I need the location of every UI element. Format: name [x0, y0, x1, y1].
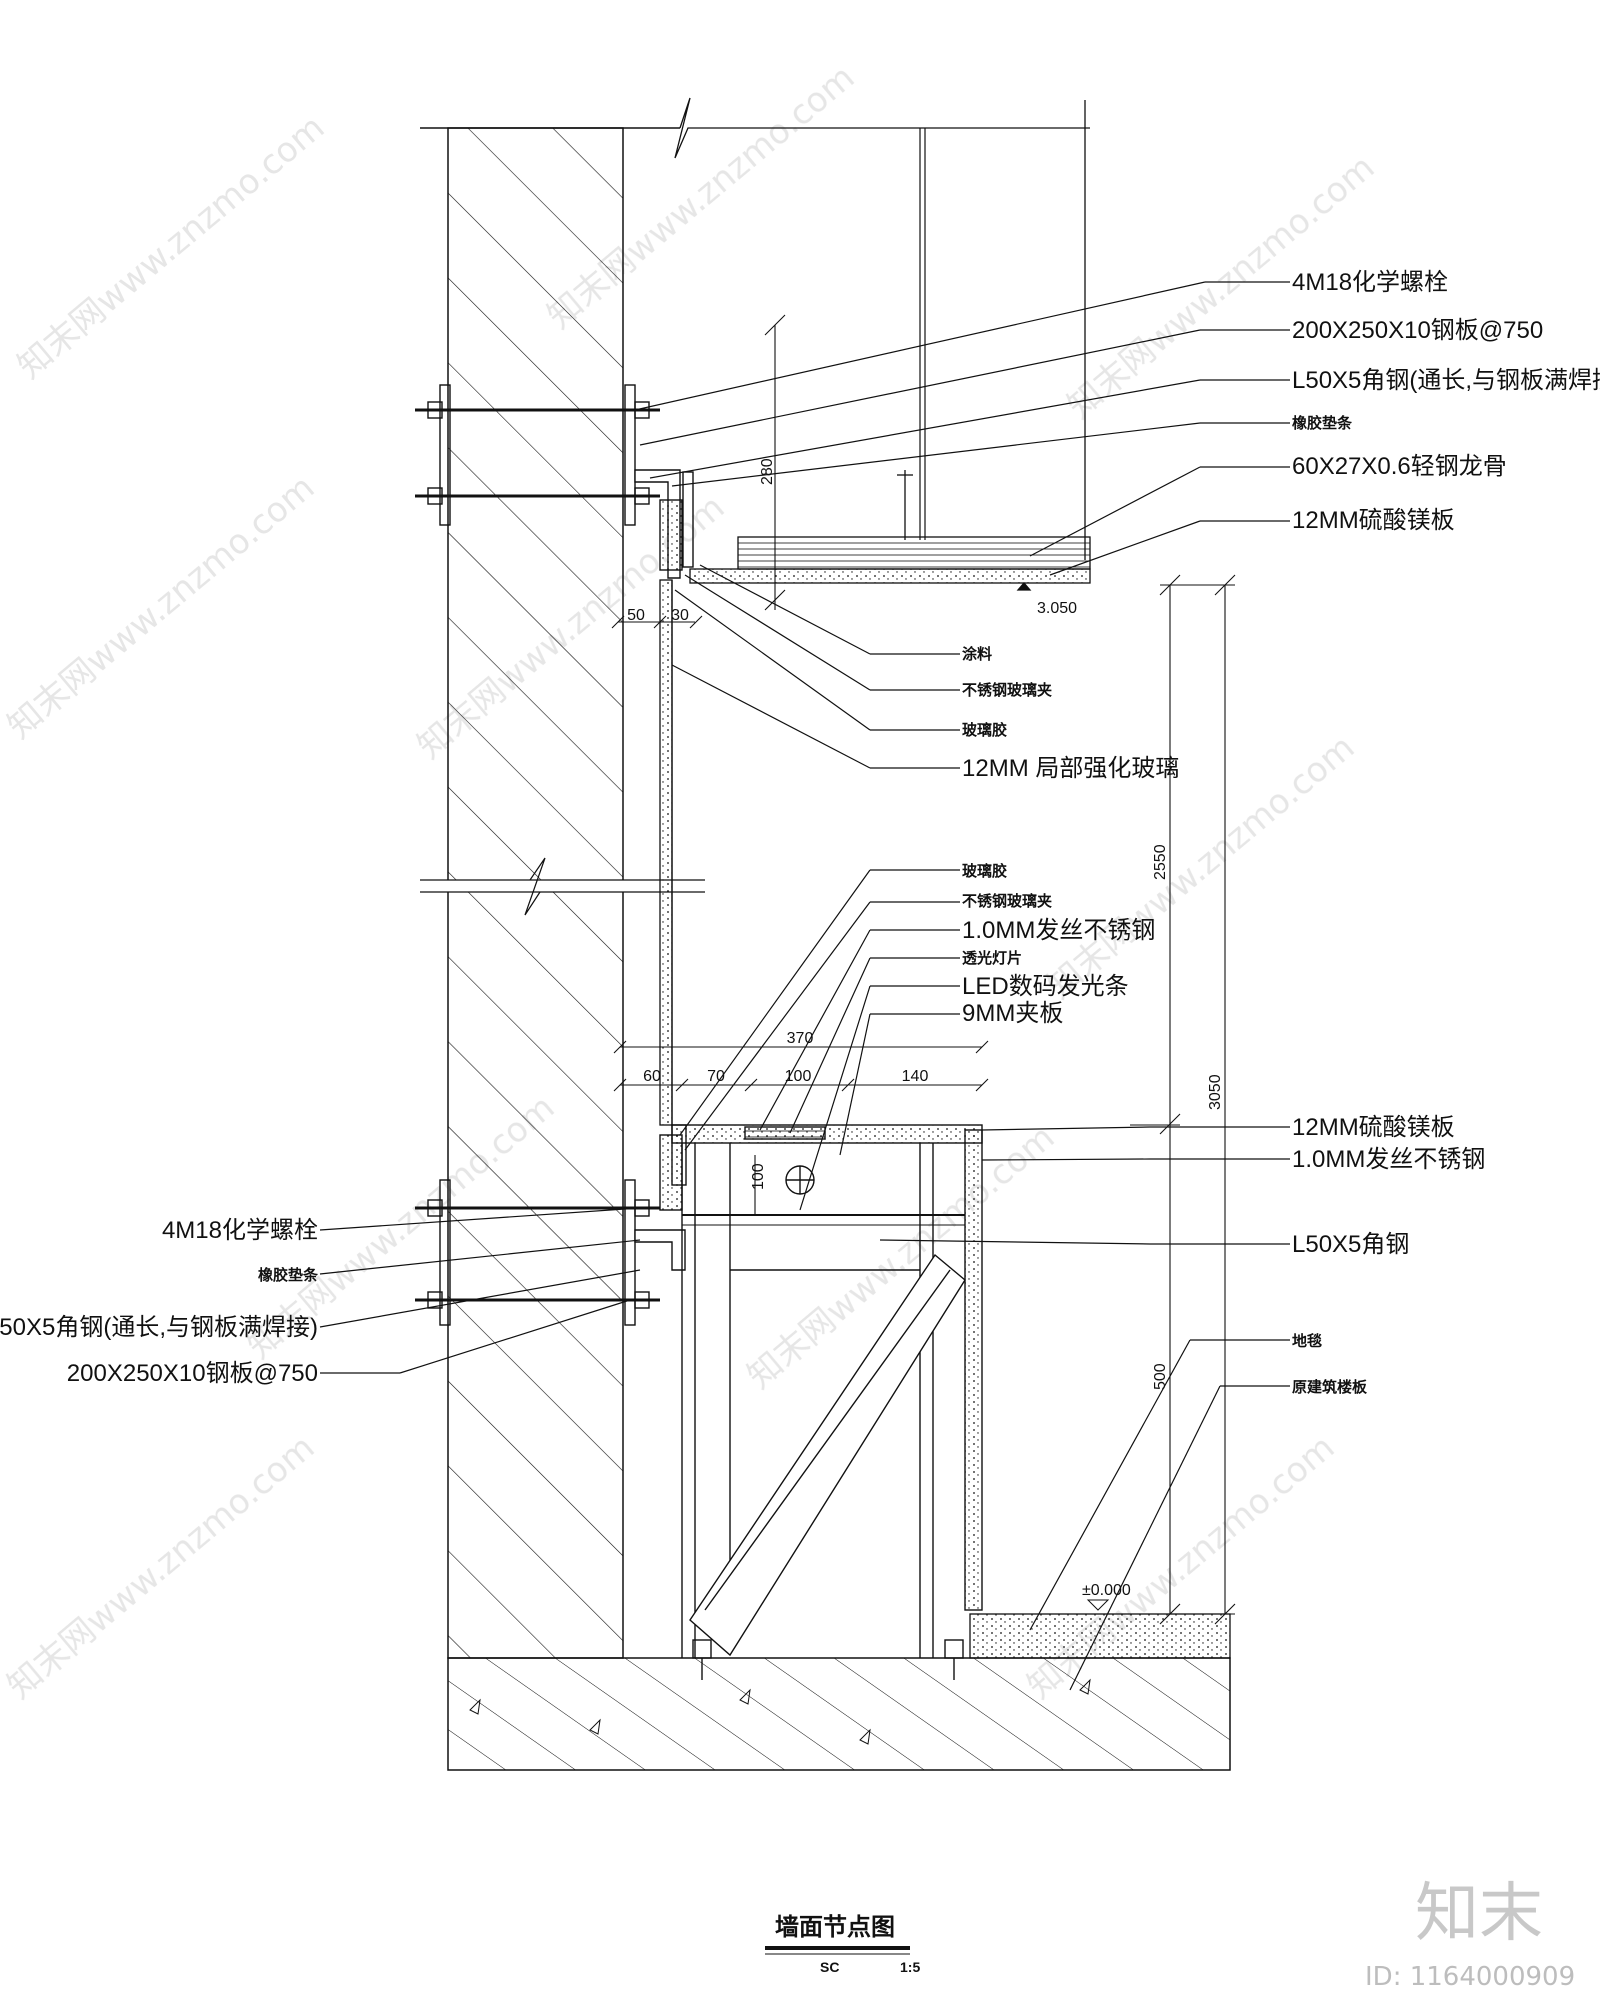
dim-70: 70	[707, 1068, 725, 1085]
label-steel-plate-upper: 200X250X10钢板@750	[1292, 317, 1543, 344]
label-floor-slab: 原建筑楼板	[1292, 1378, 1368, 1396]
dim-30: 30	[671, 607, 689, 624]
label-anchor-bolt-lower: 4M18化学螺栓	[162, 1217, 318, 1244]
dim-100: 100	[785, 1068, 812, 1085]
scale-value: 1:5	[900, 1959, 920, 1975]
watermark-text: 知末网www.znzmo.com	[10, 107, 332, 386]
label-anchor-bolt-upper: 4M18化学螺栓	[1292, 269, 1448, 296]
concrete-wall	[420, 97, 1090, 1659]
label-tempered-glass: 12MM 局部强化玻璃	[962, 755, 1179, 782]
watermark-text: 知末网www.znzmo.com	[0, 1427, 322, 1706]
dimension-lines	[611, 314, 1236, 1625]
leader-lines	[319, 281, 1290, 1691]
label-sealant-upper: 玻璃胶	[962, 721, 1007, 739]
drawing-title: 墙面节点图	[775, 1913, 895, 1941]
elevation-ceiling: 3.050	[1037, 600, 1077, 617]
base-cabinet	[671, 1124, 983, 1680]
label-plywood: 9MM夹板	[962, 1000, 1063, 1027]
label-stainless-side: 1.0MM发丝不锈钢	[1292, 1146, 1485, 1173]
dim-500: 500	[1152, 1363, 1169, 1390]
scale-code: SC	[820, 1959, 839, 1975]
lower-bracket	[415, 1124, 687, 1326]
label-steel-plate-lower: 200X250X10钢板@750	[67, 1360, 318, 1387]
dim-370: 370	[787, 1030, 814, 1047]
label-angle-steel-cabinet: L50X5角钢	[1292, 1231, 1409, 1258]
elevation-floor: ±0.000	[1082, 1582, 1131, 1599]
brand-watermark: 知末	[1415, 1877, 1543, 1951]
label-mgo-board-ceiling: 12MM硫酸镁板	[1292, 507, 1455, 534]
dim-60: 60	[643, 1068, 661, 1085]
label-light-film: 透光灯片	[962, 949, 1022, 967]
dim-140: 140	[902, 1068, 929, 1085]
label-glass-clip-mid: 不锈钢玻璃夹	[962, 892, 1052, 910]
dim-2550: 2550	[1152, 844, 1169, 880]
label-mgo-board-top: 12MM硫酸镁板	[1292, 1114, 1455, 1141]
label-angle-steel-upper: L50X5角钢(通长,与钢板满焊接)	[1292, 367, 1600, 394]
glass-panel	[659, 579, 673, 1126]
label-angle-steel-lower: L50X5角钢(通长,与钢板满焊接)	[0, 1314, 318, 1341]
elevation-marker	[1086, 1599, 1110, 1611]
label-led-strip: LED数码发光条	[962, 973, 1129, 1000]
label-stainless-mid: 1.0MM发丝不锈钢	[962, 917, 1155, 944]
label-sealant-mid: 玻璃胶	[962, 862, 1007, 880]
watermark-text: 知末网www.znzmo.com	[0, 467, 322, 746]
image-id: ID: 1164000909	[1365, 1962, 1575, 1992]
dim-50: 50	[627, 607, 645, 624]
floor-slab	[447, 1613, 1231, 1771]
label-light-steel-keel: 60X27X0.6轻钢龙骨	[1292, 453, 1507, 480]
dim-3050: 3050	[1207, 1074, 1224, 1110]
label-rubber-strip-lower: 橡胶垫条	[258, 1266, 319, 1284]
label-paint: 涂料	[962, 645, 992, 663]
ceiling-assembly	[689, 470, 1091, 591]
label-carpet: 地毯	[1292, 1332, 1322, 1350]
upper-bracket	[415, 384, 694, 579]
dim-100-vertical: 100	[750, 1163, 767, 1190]
label-rubber-strip-upper: 橡胶垫条	[1292, 414, 1353, 432]
label-glass-clip-upper: 不锈钢玻璃夹	[962, 681, 1052, 699]
dim-280: 280	[759, 458, 776, 485]
